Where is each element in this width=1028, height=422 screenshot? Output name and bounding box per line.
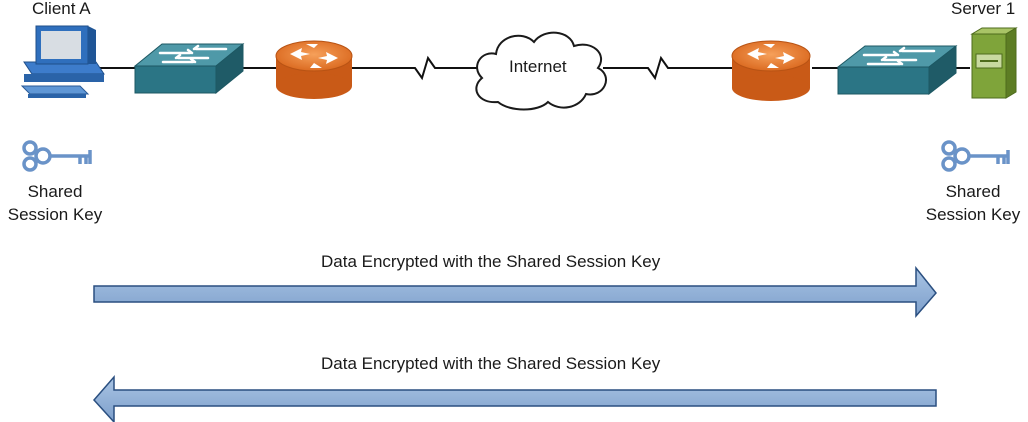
left-key-icon: [22, 140, 92, 172]
right-switch-icon: [836, 44, 958, 96]
flow-arrow-left: [92, 374, 937, 422]
right-key-caption: Shared Session Key: [918, 180, 1028, 226]
client-label: Client A: [32, 0, 91, 18]
left-router-icon: [275, 40, 353, 99]
server-label: Server 1: [951, 0, 1016, 18]
internet-label: Internet: [509, 57, 567, 76]
left-key-caption-line2: Session Key: [7, 205, 103, 224]
left-switch-icon: [133, 42, 245, 95]
left-key-caption-line1: Shared: [27, 182, 83, 201]
flow-label-outbound: Data Encrypted with the Shared Session K…: [321, 252, 661, 271]
right-key-caption-line1: Shared: [945, 182, 1001, 201]
flow-label-inbound: Data Encrypted with the Shared Session K…: [321, 354, 661, 373]
right-key-caption-line2: Session Key: [925, 205, 1021, 224]
server-icon: [970, 27, 1018, 99]
left-key-caption: Shared Session Key: [0, 180, 110, 226]
internet-cloud-icon: [475, 31, 607, 111]
client-pc-icon: [20, 25, 105, 98]
flow-arrow-right: [93, 265, 937, 319]
right-router-icon: [731, 40, 811, 101]
right-key-icon: [941, 140, 1010, 172]
